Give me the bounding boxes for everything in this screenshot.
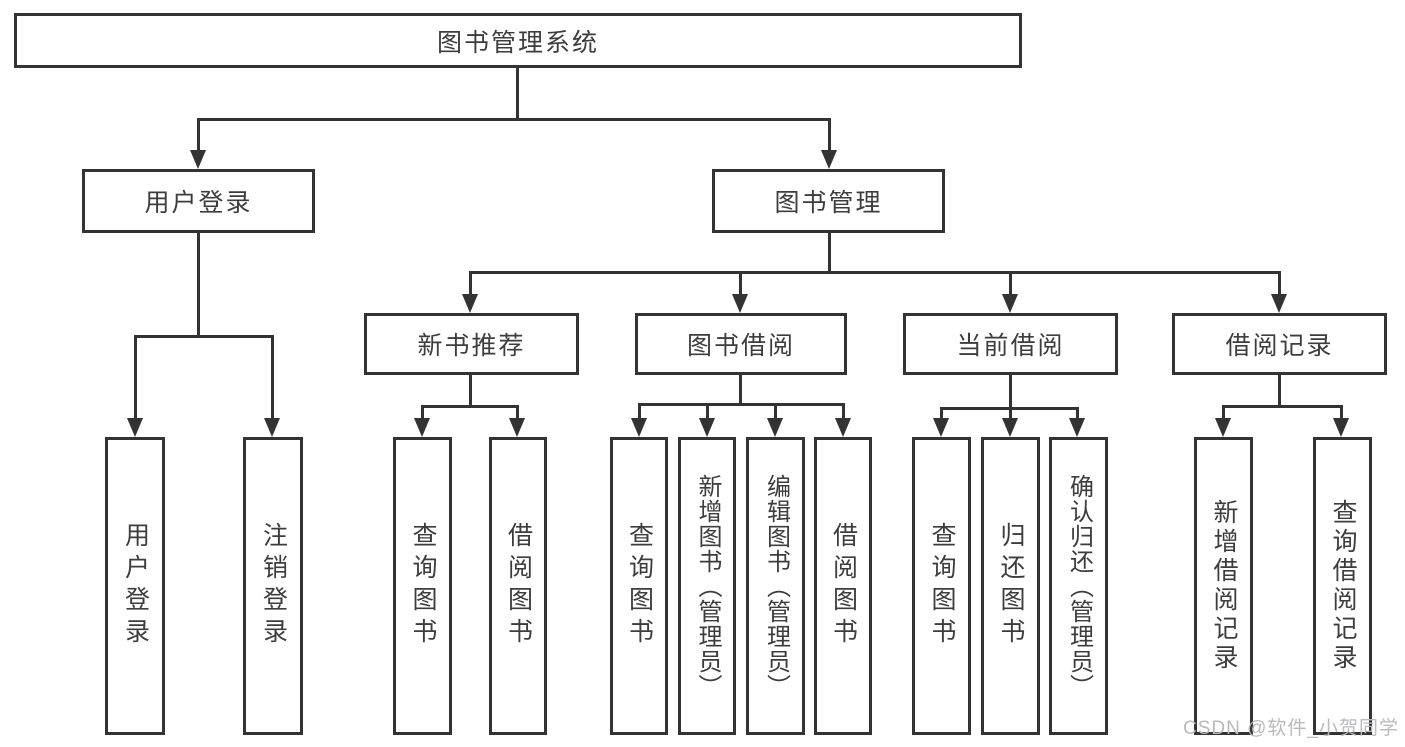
connector-line	[197, 233, 200, 335]
node-label: 图书管理	[774, 189, 883, 217]
connector-line	[828, 233, 831, 271]
connector-line	[516, 405, 519, 420]
connector-line	[516, 68, 519, 118]
connector-line	[638, 403, 641, 420]
connector-line	[421, 405, 424, 420]
arrow-down-icon	[1271, 294, 1287, 313]
node-label: 查询图书	[625, 522, 654, 650]
arrow-down-icon	[821, 150, 837, 169]
arrow-down-icon	[835, 418, 851, 437]
node-label: 图书管理系统	[436, 28, 599, 57]
leaf-logout: 注销登录	[243, 437, 303, 735]
arrow-down-icon	[1215, 418, 1231, 437]
connector-line	[197, 118, 200, 152]
arrow-down-icon	[462, 294, 478, 313]
arrow-down-icon	[414, 418, 430, 437]
node-label: 归还图书	[997, 522, 1025, 650]
arrow-down-icon	[190, 150, 206, 169]
leaf-edit-books-admin: 编辑图书（管理员）	[746, 437, 805, 735]
node-label: 查询图书	[409, 522, 437, 650]
leaf-query-books-newbook: 查询图书	[393, 437, 452, 735]
connector-line	[1009, 375, 1012, 407]
arrow-down-icon	[264, 418, 280, 437]
connector-line	[1278, 375, 1281, 405]
connector-line	[1076, 407, 1079, 420]
node-label: 借阅图书	[829, 522, 858, 650]
node-label: 确认归还（管理员）	[1065, 473, 1093, 699]
connector-line	[134, 335, 274, 338]
leaf-return-books: 归还图书	[981, 437, 1040, 735]
arrow-down-icon	[933, 418, 949, 437]
node-label: 注销登录	[259, 522, 288, 650]
leaf-user-login: 用户登录	[105, 437, 165, 735]
connector-line	[1278, 271, 1281, 296]
connector-line	[842, 403, 845, 420]
node-label: 新增图书（管理员）	[694, 473, 721, 699]
connector-line	[1340, 405, 1343, 420]
node-label: 用户登录	[121, 522, 150, 650]
connector-line	[271, 335, 274, 420]
connector-line	[1009, 271, 1012, 296]
arrow-down-icon	[127, 418, 143, 437]
node-label: 查询图书	[928, 522, 956, 650]
connector-line	[469, 271, 1280, 274]
node-borrowing-records: 借阅记录	[1172, 313, 1387, 375]
connector-line	[1009, 407, 1012, 420]
node-label: 新书推荐	[417, 332, 526, 360]
leaf-query-borrow-record: 查询借阅记录	[1313, 437, 1372, 735]
connector-line	[774, 403, 777, 420]
connector-line	[1222, 405, 1225, 420]
node-book-management: 图书管理	[712, 169, 945, 233]
node-label: 图书借阅	[686, 332, 795, 360]
leaf-confirm-return-admin: 确认归还（管理员）	[1049, 437, 1108, 735]
node-current-borrowing: 当前借阅	[903, 313, 1118, 375]
connector-line	[828, 118, 831, 152]
leaf-borrow-books-borrowing: 借阅图书	[814, 437, 872, 735]
leaf-add-books-admin: 新增图书（管理员）	[678, 437, 736, 735]
leaf-borrow-books-newbook: 借阅图书	[489, 437, 547, 735]
connector-line	[1222, 405, 1343, 408]
node-new-book-recommend: 新书推荐	[364, 313, 579, 375]
connector-line	[638, 403, 844, 406]
arrow-down-icon	[631, 418, 647, 437]
connector-line	[469, 271, 472, 296]
node-user-login: 用户登录	[82, 169, 315, 233]
arrow-down-icon	[1069, 418, 1085, 437]
node-root-library-system: 图书管理系统	[14, 13, 1022, 68]
connector-line	[739, 271, 742, 296]
node-label: 当前借阅	[956, 332, 1065, 360]
arrow-down-icon	[1002, 294, 1018, 313]
connector-line	[469, 375, 472, 405]
arrow-down-icon	[1002, 418, 1018, 437]
connector-line	[421, 405, 519, 408]
arrow-down-icon	[767, 418, 783, 437]
connector-line	[940, 407, 943, 420]
node-label: 编辑图书（管理员）	[762, 473, 790, 699]
connector-line	[197, 118, 831, 121]
connector-line	[706, 403, 709, 420]
leaf-query-books-borrowing: 查询图书	[610, 437, 668, 735]
node-label: 新增借阅记录	[1210, 499, 1238, 673]
node-label: 借阅记录	[1225, 332, 1334, 360]
arrow-down-icon	[699, 418, 715, 437]
leaf-add-borrow-record: 新增借阅记录	[1194, 437, 1253, 735]
node-label: 用户登录	[144, 189, 253, 217]
connector-line	[739, 375, 742, 403]
arrow-down-icon	[732, 294, 748, 313]
node-label: 查询借阅记录	[1329, 499, 1357, 673]
connector-line	[134, 335, 137, 420]
node-book-borrowing: 图书借阅	[635, 313, 847, 375]
arrow-down-icon	[1333, 418, 1349, 437]
leaf-query-books-current: 查询图书	[912, 437, 971, 735]
csdn-watermark: CSDN @软件_小贺同学	[1183, 718, 1399, 739]
arrow-down-icon	[509, 418, 525, 437]
node-label: 借阅图书	[504, 522, 533, 650]
